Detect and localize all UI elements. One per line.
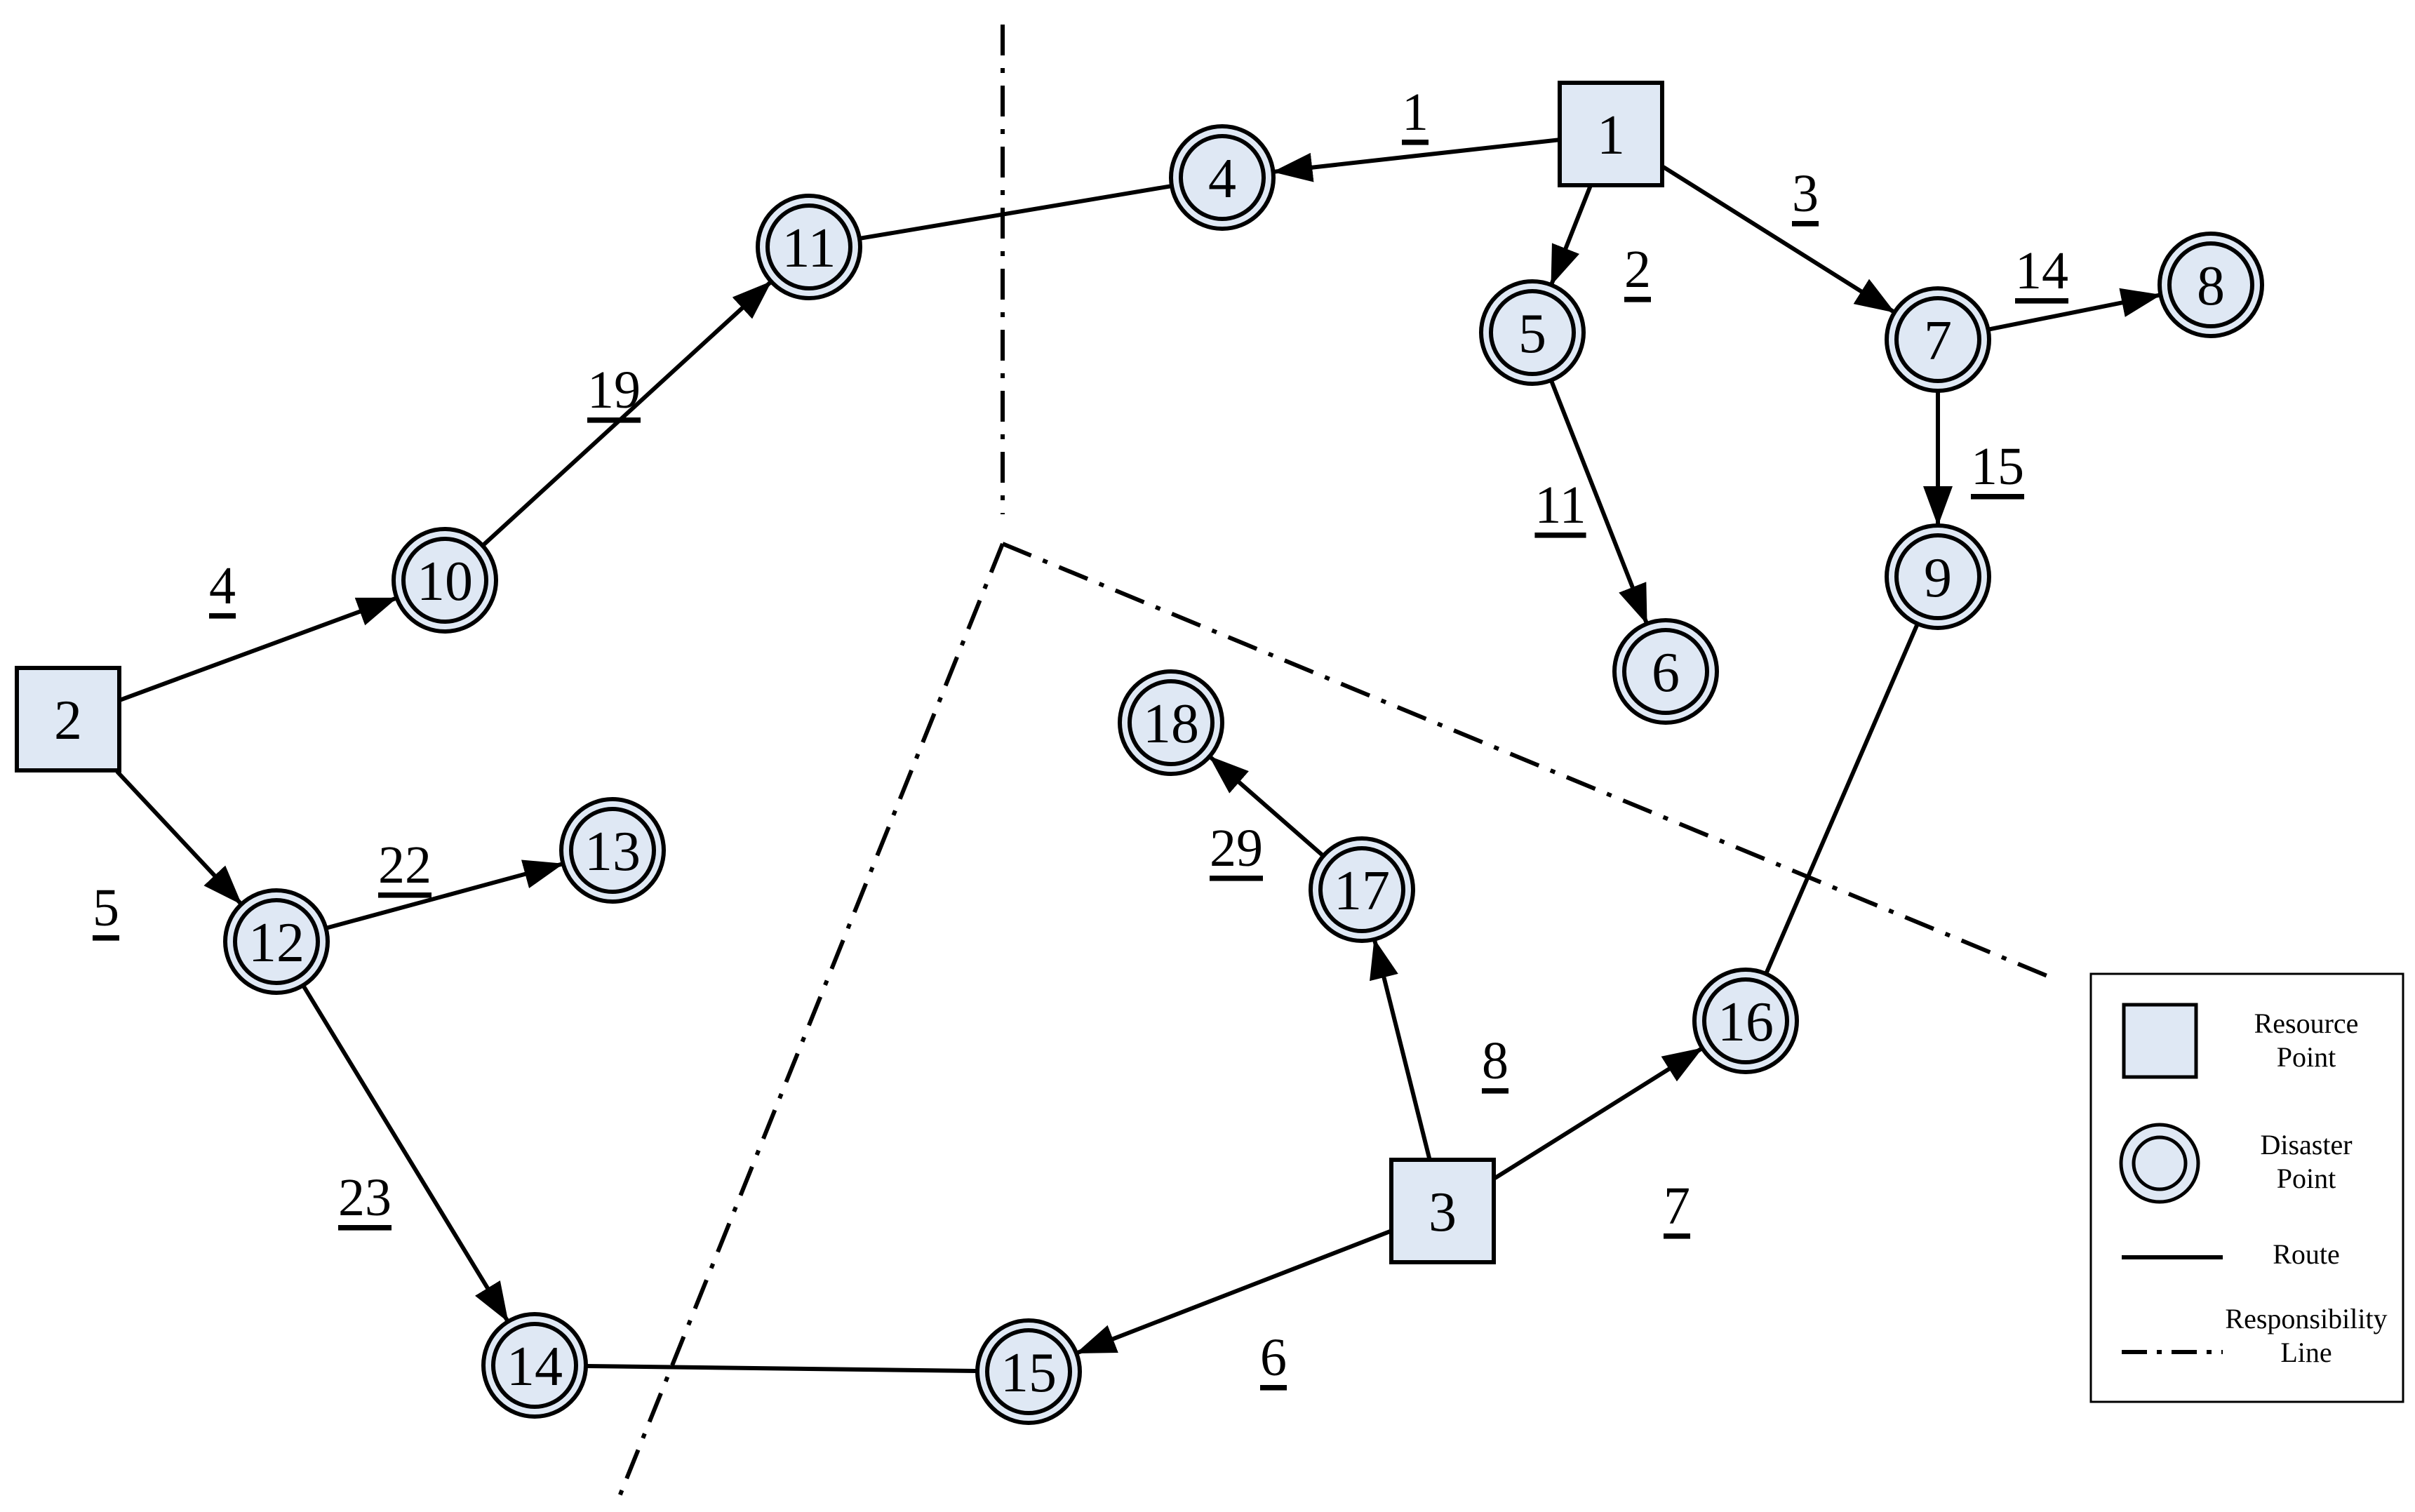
disaster-point-11: 11 [756,194,862,300]
disaster-inner-ring [1894,296,1981,383]
node-label: 16 [1718,991,1774,1053]
disaster-inner-ring [1318,846,1405,933]
node-label: 1 [1597,105,1625,166]
route-edge-d4-d11 [860,184,1171,241]
disaster-inner-ring [1894,533,1981,620]
disaster-inner-ring [569,807,656,894]
route-edge-r2-d10 [119,596,398,702]
route-edge-d14-d15 [587,1364,977,1373]
route-edge-r1-d5 [1549,185,1593,286]
node-label: 2 [54,690,82,751]
node-label: 15 [1001,1342,1057,1404]
node-label: 3 [1429,1182,1457,1243]
resource-point-3: 3 [1389,1158,1496,1264]
disaster-point-6: 6 [1612,618,1719,725]
disaster-inner-ring [2167,241,2254,328]
resource-point-2: 2 [15,666,121,772]
disaster-point-17: 17 [1309,836,1415,943]
disaster-inner-ring [1622,628,1709,715]
route-edge-r3-d15 [1076,1229,1391,1355]
edge-weight-label: 2 [1624,240,1651,299]
edge-weight-label: 1 [1402,83,1429,142]
route-edge-r1-d4 [1272,138,1559,182]
route-edge-d9-d16 [1765,624,1919,974]
node-label: 13 [584,821,641,883]
disaster-point-10: 10 [392,527,498,634]
edge-weight-label: 3 [1792,164,1819,223]
disaster-inner-ring [233,898,320,985]
node-label: 10 [417,551,473,613]
disaster-point-8: 8 [2158,232,2264,338]
node-label: 14 [507,1336,563,1398]
disaster-inner-ring [1489,289,1576,376]
edge-weight-label: 5 [93,878,119,937]
edge-weight-label: 15 [1971,437,2024,496]
route-edge-r3-d17 [1370,938,1432,1159]
legend-resource-swatch [2122,1003,2198,1079]
resource-square [1389,1158,1496,1264]
disaster-point-15: 15 [975,1318,1082,1425]
disaster-inner-ring [491,1322,578,1409]
node-label: 6 [1652,642,1680,704]
legend-disaster-inner [2132,1135,2188,1191]
node-label: 7 [1924,310,1952,372]
disaster-inner-ring [985,1328,1072,1415]
node-label: 4 [1208,148,1236,210]
disaster-inner-ring [1179,134,1266,221]
route-edge-d7-d8 [1988,288,2162,332]
edge-weight-label: 29 [1210,819,1263,878]
resource-point-1: 1 [1558,81,1664,187]
edge-weight-label: 8 [1482,1031,1508,1090]
node-label: 11 [782,218,836,279]
node-label: 5 [1518,303,1546,365]
route-edge-d10-d11 [482,281,772,547]
responsibility-line [1001,542,2049,978]
disaster-point-18: 18 [1118,669,1224,776]
disaster-point-12: 12 [223,888,330,995]
edge-weight-label: 11 [1534,476,1586,535]
node-label: 12 [248,912,305,974]
disaster-point-16: 16 [1692,968,1799,1074]
disaster-inner-ring [1702,977,1789,1064]
node-label: 17 [1334,860,1390,922]
edge-weight-label: 23 [338,1168,392,1227]
route-edge-d5-d6 [1549,380,1649,624]
disaster-point-9: 9 [1885,523,1991,630]
responsibility-line [617,542,1005,1499]
route-edge-r2-d12 [115,770,242,905]
route-edge-d12-d13 [326,859,564,930]
route-edge-d17-d18 [1209,756,1324,857]
disaster-point-13: 13 [559,797,666,904]
edge-weight-label: 14 [2015,241,2068,300]
disaster-inner-ring [765,203,852,290]
disaster-point-14: 14 [481,1312,588,1419]
disaster-inner-ring [401,537,488,624]
route-edge-d12-d14 [302,985,509,1323]
node-label: 9 [1924,547,1952,609]
resource-square [1558,81,1664,187]
disaster-point-5: 5 [1479,279,1586,386]
route-edge-r1-d7 [1662,165,1896,314]
responsibility-lines [617,25,2049,1499]
disaster-inner-ring [1128,679,1215,766]
edge-weight-label: 7 [1664,1177,1690,1236]
edge-weight-label: 19 [587,361,641,420]
resource-square [15,666,121,772]
disaster-point-7: 7 [1885,286,1991,393]
edge-weight-label: 22 [378,836,432,895]
disaster-point-4: 4 [1169,124,1276,231]
node-label: 8 [2197,255,2225,317]
edge-weight-label: 6 [1260,1328,1287,1387]
legend-route-label: Route [2273,1238,2340,1270]
edge-weight-label: 4 [209,556,236,615]
node-label: 18 [1143,693,1199,755]
route-edge-r3-d16 [1494,1047,1704,1180]
